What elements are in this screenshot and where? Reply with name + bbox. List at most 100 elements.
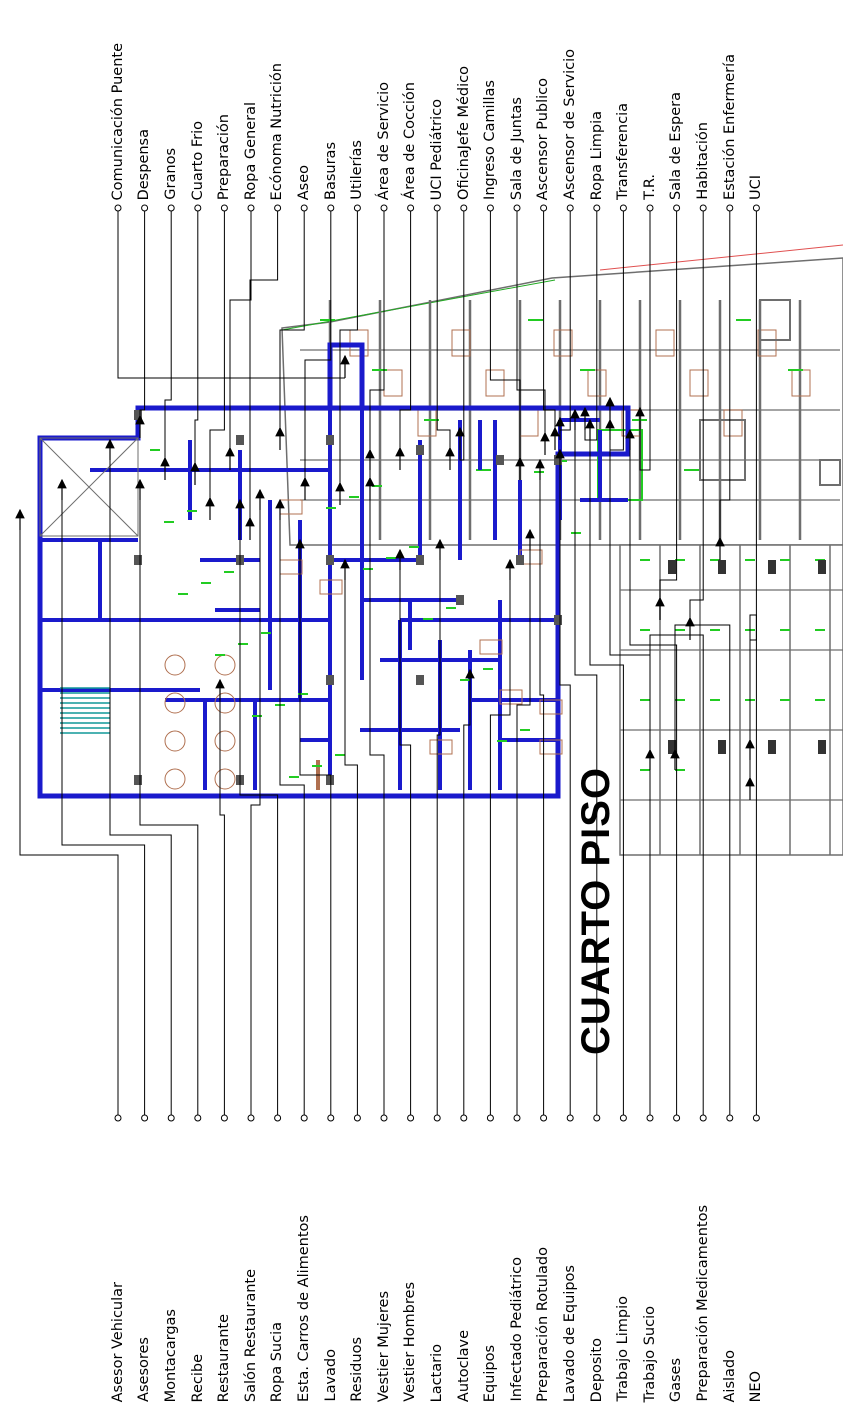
bottom-label: Gases bbox=[668, 1357, 685, 1402]
leader-line bbox=[194, 211, 199, 485]
column bbox=[718, 740, 726, 754]
leader-line bbox=[539, 480, 545, 1115]
column bbox=[718, 560, 726, 574]
floor-title: CUARTO PISO bbox=[574, 766, 618, 1055]
top-label: UCI Pediátrico bbox=[428, 98, 445, 200]
bottom-label: Vestier Mujeres bbox=[375, 1290, 392, 1402]
furniture bbox=[499, 689, 523, 705]
bottom-label-column: Lavado bbox=[318, 920, 344, 1402]
column bbox=[554, 455, 562, 465]
top-label-column: Basuras bbox=[318, 8, 344, 200]
top-label: Sala de Juntas bbox=[508, 96, 525, 200]
top-label: Habitación bbox=[694, 122, 711, 200]
top-label-column: Ropa General bbox=[238, 8, 264, 200]
top-label: Estación Enfermería bbox=[721, 54, 738, 200]
leader-line bbox=[639, 211, 651, 471]
leader-line bbox=[399, 570, 412, 1115]
top-label: Ropa Limpia bbox=[588, 110, 605, 200]
column bbox=[134, 775, 142, 785]
leader-line bbox=[339, 211, 358, 505]
existing-wing-edge bbox=[281, 279, 556, 331]
leader-dot bbox=[619, 204, 627, 212]
bottom-label: Recibe bbox=[189, 1353, 206, 1402]
bottom-label-column: Equipos bbox=[477, 920, 503, 1402]
leader-dot bbox=[433, 204, 441, 212]
bottom-label-column: Montacargas bbox=[158, 920, 184, 1402]
top-label: Ascensor de Servicio bbox=[561, 49, 578, 200]
leader-dot bbox=[167, 204, 175, 212]
bottom-label: Preparación Rotulado bbox=[535, 1247, 552, 1402]
column bbox=[416, 675, 424, 685]
leader-line bbox=[19, 530, 119, 1115]
bottom-label: Lavado bbox=[322, 1349, 339, 1402]
leader-line bbox=[249, 211, 279, 540]
leader-dot bbox=[220, 204, 228, 212]
top-label-column: Utilerías bbox=[344, 8, 370, 200]
column bbox=[326, 435, 334, 445]
top-label-column: Sala de Espera bbox=[664, 8, 690, 200]
column bbox=[326, 775, 334, 785]
bottom-label-column: Trabajo Sucio bbox=[637, 920, 663, 1402]
column bbox=[326, 675, 334, 685]
existing-furniture bbox=[451, 329, 471, 357]
column bbox=[768, 740, 776, 754]
leader-line bbox=[609, 440, 651, 1115]
leader-line bbox=[219, 700, 225, 1115]
leader-line bbox=[559, 470, 571, 1115]
leader-dot bbox=[540, 204, 548, 212]
column bbox=[416, 445, 424, 455]
existing-furniture bbox=[655, 329, 675, 357]
top-label: Comunicación Puente bbox=[109, 42, 126, 200]
top-label-column: Cuarto Frio bbox=[185, 8, 211, 200]
restaurant-table bbox=[164, 768, 186, 790]
top-label: Preparación bbox=[216, 113, 233, 200]
bottom-label-column: Vestier Hombres bbox=[398, 920, 424, 1402]
bottom-label-column: NEO bbox=[743, 920, 769, 1402]
leader-line bbox=[589, 440, 624, 1115]
bottom-label-column: Asesores bbox=[132, 920, 158, 1402]
bottom-label-column: Lactario bbox=[424, 920, 450, 1402]
column bbox=[668, 740, 676, 754]
top-label: Sala de Espera bbox=[668, 91, 685, 200]
leader-dot bbox=[593, 204, 601, 212]
bottom-label-column: Autoclave bbox=[451, 920, 477, 1402]
bottom-label-column: Salón Restaurante bbox=[238, 920, 264, 1402]
leader-line bbox=[489, 211, 521, 480]
bottom-label: Preparación Medicamentos bbox=[694, 1205, 711, 1402]
leader-line bbox=[239, 520, 279, 1115]
bottom-label-column: Infectado Pediátrico bbox=[504, 920, 530, 1402]
bottom-label: Salón Restaurante bbox=[242, 1268, 259, 1402]
column bbox=[236, 435, 244, 445]
leader-dot bbox=[247, 204, 255, 212]
top-label: Cuarto Frio bbox=[189, 120, 206, 200]
top-label-column: T.R. bbox=[637, 8, 663, 200]
bottom-label-column: Ropa Sucia bbox=[265, 920, 291, 1402]
top-label-column: Comunicación Puente bbox=[105, 8, 131, 200]
top-label: Ropa General bbox=[242, 101, 259, 200]
top-label-column: Ecónoma Nutrición bbox=[265, 8, 291, 200]
leader-dot bbox=[141, 204, 149, 212]
leader-line bbox=[436, 560, 441, 1115]
leader-line bbox=[61, 500, 146, 1115]
bottom-label: Lavado de Equipos bbox=[561, 1264, 578, 1402]
bottom-label-column: Gases bbox=[664, 920, 690, 1402]
column bbox=[516, 555, 524, 565]
existing-room bbox=[759, 299, 791, 341]
top-label: Aseo bbox=[295, 164, 312, 200]
leader-dot bbox=[646, 204, 654, 212]
bottom-label-column: Preparación Medicamentos bbox=[690, 920, 716, 1402]
top-label-column: Área de Servicio bbox=[371, 8, 397, 200]
furniture bbox=[479, 639, 503, 655]
existing-room bbox=[819, 459, 841, 486]
leader-dot bbox=[752, 204, 760, 212]
leader-dot bbox=[726, 204, 734, 212]
top-label-column: UCI Pediátrico bbox=[424, 8, 450, 200]
top-label: Despensa bbox=[136, 128, 153, 200]
bottom-label: Restaurante bbox=[216, 1313, 233, 1402]
top-label: Ascensor Publico bbox=[535, 77, 552, 200]
leader-line bbox=[369, 211, 385, 500]
leader-dot bbox=[114, 204, 122, 212]
leader-dot bbox=[673, 204, 681, 212]
top-label: Área de Servicio bbox=[375, 81, 392, 200]
